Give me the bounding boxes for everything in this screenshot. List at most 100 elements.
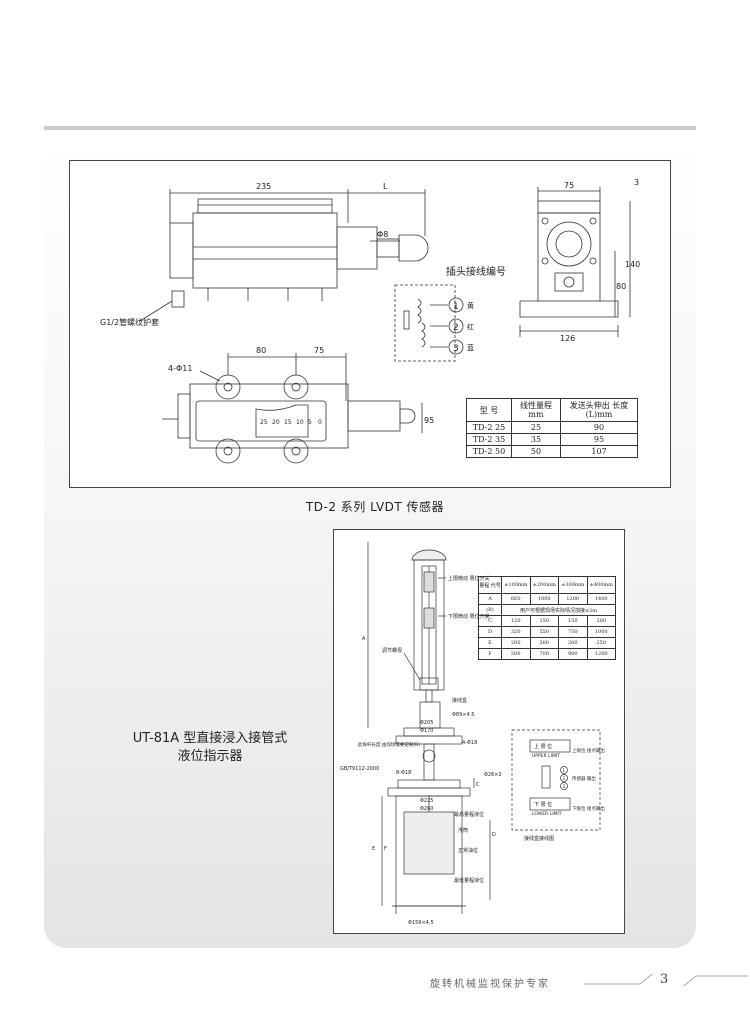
ut81a-caption: UT-81A 型直接浸入接管式 液位指示器 [120,730,300,766]
td2-dim-126: 126 [560,334,575,343]
table-row: F 500 700 900 1200 [478,648,616,660]
header-rule [44,126,696,130]
ut81a-drawing: 上限微动 限位开关 下限微动 限位开关 调节螺母 接线盒 Φ89×4.5 Φ20… [340,542,605,926]
table-cell: TD-2 50 [466,445,512,458]
ut81a-label-min: 最低量程液位 [454,877,484,884]
td2-th-length: 发送头伸出 长度(L)mm [560,398,638,422]
table-row: TD-2 50 50 107 [466,445,638,458]
ut81a-label-phi170: Φ170 [420,728,433,734]
td2-drawing: 235 L Φ8 G1/2管螺纹护套 75 3 140 80 126 插头接线编… [100,178,640,464]
ut81a-label-junction: 接线盒 [452,697,467,704]
table-cell: 200 [586,615,616,627]
footer-decoration [584,973,748,987]
td2-th-model: 型 号 [466,398,512,422]
table-cell: 90 [560,421,638,434]
ut81a-label-phi225: Φ225 [420,798,433,804]
ut81a-label-phi159: Φ159×4.5 [408,920,434,926]
ut81a-th: ±100mm [501,576,531,594]
ut81a-label-phi260: Φ260 [420,806,433,812]
ut81a-th: ±200mm [529,576,559,594]
td2-scale-10: 10 [296,419,304,426]
ut81a-lower-limit-en: LOWER LIMIT [532,811,562,817]
td2-pin-1-color: 黄 [467,301,474,310]
table-cell: E [478,637,502,649]
ut81a-dim-E: E [372,846,375,852]
table-cell: 200 [529,637,559,649]
ut81a-terminal-1: 1 [563,768,566,773]
table-cell: 50 [511,445,561,458]
table-cell: F [478,648,502,660]
table-cell: 107 [560,445,638,458]
table-cell: 1000 [529,593,559,605]
table-cell: 660 [501,593,531,605]
td2-scale-0: 0 [318,419,322,426]
table-cell: 250 [586,637,616,649]
ut81a-caption-line2: 液位指示器 [177,749,243,764]
td2-pin-3 [448,339,464,355]
td2-scale-25: 25 [260,419,268,426]
table-cell: 35 [511,433,561,446]
td2-pin-2 [448,318,464,334]
td2-scale-15: 15 [284,419,292,426]
td2-body [192,212,338,289]
table-cell: 1200 [586,648,616,660]
table-cell: C [478,615,502,627]
ut81a-upper-limit-en: UPPER LIMIT [532,753,560,759]
footer-slogan: 旋转机械监视保护专家 [430,979,550,990]
ut81a-junction-box [511,729,601,831]
table-cell: 200 [501,637,531,649]
table-cell: 320 [501,626,531,638]
td2-dim-L: L [383,182,388,191]
td2-dim-95: 95 [424,416,434,425]
td2-pin-1-num: 1 [453,302,459,312]
table-cell: (B) [478,604,502,616]
ut81a-lower-limit-cn: 下 限 位 [534,801,552,808]
ut81a-label-normal: 正常油位 [458,847,478,854]
table-cell: 500 [501,648,531,660]
ut81a-lower-out: 下限位 接点输出 [572,805,605,812]
td2-dim-80-side: 80 [616,282,626,291]
ut81a-label-probe: 此探杆长度 由现场需要定制(B) [358,741,420,748]
ut81a-dim-A: A [362,636,366,642]
table-cell: A [478,593,502,605]
table-row: E 200 200 200 250 [478,637,616,649]
td2-wiring-title: 插头接线编号 [446,265,506,278]
ut81a-label-max: 最高量程液位 [454,811,484,818]
table-cell: 900 [558,648,588,660]
table-cell: 150 [558,615,588,627]
td2-dim-140: 140 [625,260,640,269]
ut81a-box-diagram: 接线盒接线图 [524,835,554,842]
table-cell: TD-2 25 [466,421,512,434]
td2-caption: TD-2 系列 LVDT 传感器 [305,500,445,514]
ut81a-label-gb: GB/T9112-2000 [340,766,379,772]
td2-pin-2-color: 红 [467,322,474,331]
table-row: A 660 1000 1200 1400 [478,593,616,605]
table-cell: 200 [558,637,588,649]
ut81a-terminal-3: 3 [563,784,566,789]
table-cell: 700 [529,648,559,660]
table-cell: 1200 [558,593,588,605]
td2-dim-3: 3 [634,178,639,187]
td2-dim-80-bottom: 80 [256,346,266,355]
td2-dim-phi8: Φ8 [377,230,388,239]
table-row: (B) 用户可根据现场实际情况加接≤2m [478,604,616,616]
ut81a-label-float: 浮筒 [458,827,468,834]
ut81a-terminal-2: 2 [563,776,566,781]
ut81a-label-8phi18: 8-Φ18 [396,770,411,776]
td2-spec-table: 型 号 线性量程 mm 发送头伸出 长度(L)mm TD-2 25 25 90 … [466,398,638,458]
ut81a-label-4phi18: 4-Φ18 [462,740,477,746]
td2-dim-4phi11: 4-Φ11 [168,364,192,373]
td2-label-g12: G1/2管螺纹护套 [100,317,159,327]
ut81a-label-phi26: Φ26×2 [484,772,502,778]
table-cell: 1000 [586,626,616,638]
td2-scale-5: 5 [308,419,312,426]
table-cell: 750 [558,626,588,638]
table-cell: 150 [529,615,559,627]
td2-pin-3-color: 蓝 [467,343,474,352]
ut81a-label-lower-switch: 下限微动 限位开关 [448,613,490,620]
td2-scale-20: 20 [272,419,280,426]
ut81a-th-corner: 量程 代号 [478,576,502,594]
td2-th-range: 线性量程 mm [511,398,561,422]
ut81a-spec-table: 量程 代号 ±100mm ±200mm ±300mm ±400mm A 660 … [478,576,616,660]
td2-pin-3-num: 3 [453,344,459,354]
